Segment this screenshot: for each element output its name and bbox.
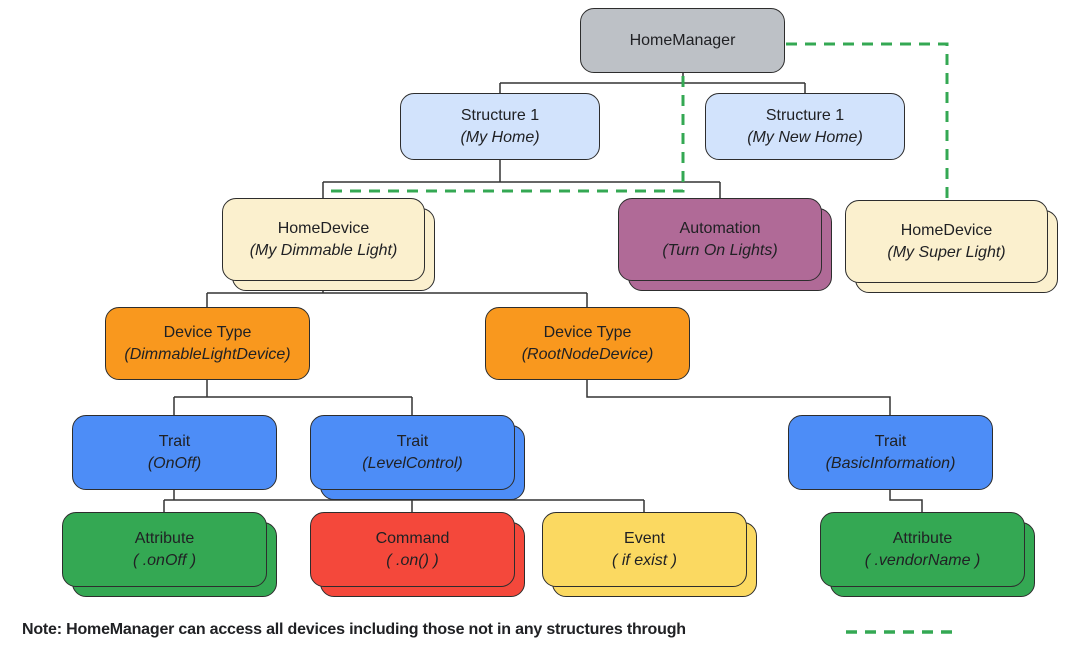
node-title: Attribute: [892, 529, 953, 547]
node-title: Device Type: [163, 323, 252, 341]
node-subtitle: (DimmableLightDevice): [124, 345, 291, 363]
node-structure-my-new-home: Structure 1 (My New Home): [705, 93, 905, 160]
node-devicetype-rootnode: Device Type (RootNodeDevice): [485, 307, 690, 380]
node-subtitle: (Turn On Lights): [662, 241, 778, 259]
footnote: Note: HomeManager can access all devices…: [22, 621, 832, 639]
node-title: Structure 1: [765, 106, 845, 124]
node-subtitle: (My New Home): [747, 128, 863, 146]
node-subtitle: ( .vendorName ): [864, 551, 981, 569]
node-homedevice-super-light: HomeDevice (My Super Light): [845, 200, 1058, 293]
node-command-on: Command ( .on() ): [310, 512, 525, 597]
node-subtitle: (RootNodeDevice): [521, 345, 654, 363]
footnote-text: Note: HomeManager can access all devices…: [22, 621, 686, 638]
node-subtitle: (LevelControl): [362, 454, 463, 472]
node-title: Trait: [874, 432, 907, 450]
node-subtitle: ( .on() ): [386, 551, 439, 569]
node-trait-levelcontrol: Trait (LevelControl): [310, 415, 525, 500]
node-title: HomeDevice: [277, 219, 370, 237]
node-title: Structure 1: [460, 106, 540, 124]
node-devicetype-dimmablelight: Device Type (DimmableLightDevice): [105, 307, 310, 380]
node-subtitle: ( .onOff ): [132, 551, 197, 569]
dashed-link-super-light: [786, 42, 949, 199]
node-title: HomeDevice: [900, 221, 993, 239]
node-title: Device Type: [543, 323, 632, 341]
node-title: Trait: [396, 432, 429, 450]
node-title: Command: [375, 529, 450, 547]
node-subtitle: (My Dimmable Light): [249, 241, 398, 259]
node-subtitle: (BasicInformation): [825, 454, 956, 472]
node-event-if-exist: Event ( if exist ): [542, 512, 757, 597]
node-subtitle: (My Home): [460, 128, 540, 146]
node-subtitle: ( if exist ): [612, 551, 677, 569]
node-home-manager: HomeManager: [580, 8, 785, 73]
node-structure-my-home: Structure 1 (My Home): [400, 93, 600, 160]
node-automation-turn-on-lights: Automation (Turn On Lights): [618, 198, 832, 291]
node-subtitle: (My Super Light): [887, 243, 1006, 261]
node-subtitle: (OnOff): [147, 454, 202, 472]
node-attribute-onoff: Attribute ( .onOff ): [62, 512, 277, 597]
node-homedevice-dimmable-light: HomeDevice (My Dimmable Light): [222, 198, 435, 291]
node-attribute-vendorname: Attribute ( .vendorName ): [820, 512, 1035, 597]
node-title: HomeManager: [629, 31, 736, 49]
node-title: Automation: [679, 219, 761, 237]
dashed-link-dimmable-light: [327, 76, 685, 197]
node-trait-onoff: Trait (OnOff): [72, 415, 277, 490]
node-title: Trait: [158, 432, 191, 450]
node-title: Event: [624, 529, 665, 547]
dashed-access-links: [327, 42, 949, 199]
node-title: Attribute: [134, 529, 195, 547]
node-trait-basicinformation: Trait (BasicInformation): [788, 415, 993, 490]
